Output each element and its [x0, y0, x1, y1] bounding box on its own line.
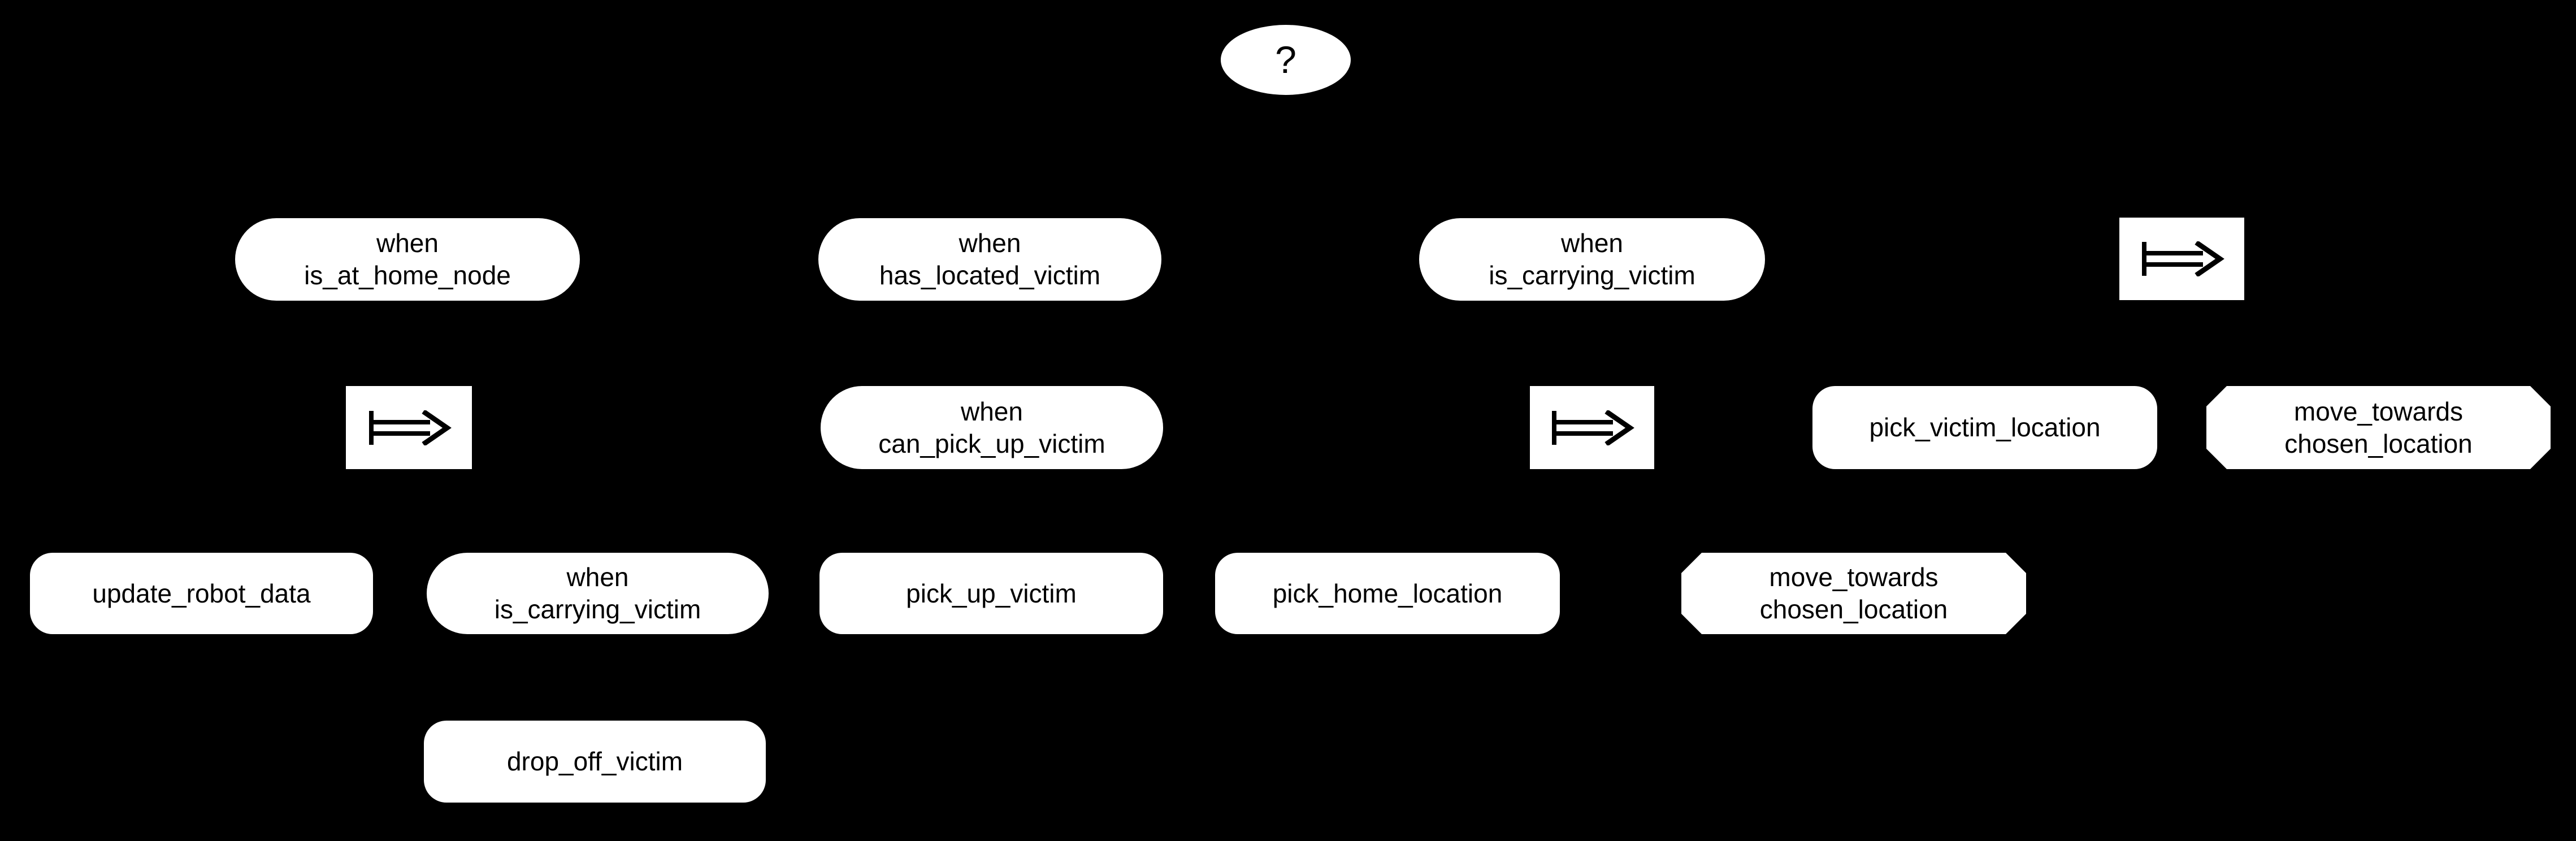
node-condition-can-pick-up-victim: when can_pick_up_victim — [821, 386, 1163, 469]
node-label: move_towards chosen_location — [1759, 562, 1948, 624]
node-condition-has-located-victim: when has_located_victim — [818, 218, 1161, 301]
node-condition-is-at-home-node: when is_at_home_node — [235, 218, 580, 301]
node-label: update_robot_data — [92, 578, 311, 608]
node-sequence-left — [346, 386, 472, 469]
node-label: pick_up_victim — [906, 578, 1077, 608]
node-action-move-towards-chosen-location-right: move_towards chosen_location — [2206, 386, 2551, 469]
node-sequence-top-right — [2119, 218, 2244, 300]
node-label: when is_carrying_victim — [494, 562, 701, 624]
node-label: when has_located_victim — [879, 228, 1101, 290]
node-label: when is_at_home_node — [304, 228, 511, 290]
node-label: pick_victim_location — [1869, 413, 2101, 442]
node-label: pick_home_location — [1272, 578, 1503, 608]
node-action-pick-home-location: pick_home_location — [1215, 553, 1560, 634]
node-root-selector: ? — [1221, 25, 1351, 95]
node-label: move_towards chosen_location — [2284, 396, 2473, 458]
node-sequence-middle — [1530, 386, 1654, 469]
node-label: ? — [1275, 38, 1296, 81]
node-label: when can_pick_up_victim — [878, 396, 1105, 458]
node-label: drop_off_victim — [506, 747, 683, 776]
node-action-move-towards-chosen-location-mid: move_towards chosen_location — [1681, 553, 2026, 634]
node-condition-is-carrying-victim: when is_carrying_victim — [1419, 218, 1765, 301]
node-action-drop-off-victim: drop_off_victim — [424, 721, 766, 803]
node-action-pick-victim-location: pick_victim_location — [1812, 386, 2157, 469]
long-double-arrow-right-icon — [368, 410, 452, 445]
node-label: when is_carrying_victim — [1489, 228, 1695, 290]
node-action-update-robot-data: update_robot_data — [30, 553, 373, 634]
node-action-pick-up-victim: pick_up_victim — [819, 553, 1163, 634]
long-double-arrow-right-icon — [2141, 241, 2224, 276]
node-condition-is-carrying-victim-2: when is_carrying_victim — [427, 553, 769, 634]
long-double-arrow-right-icon — [1552, 410, 1634, 445]
